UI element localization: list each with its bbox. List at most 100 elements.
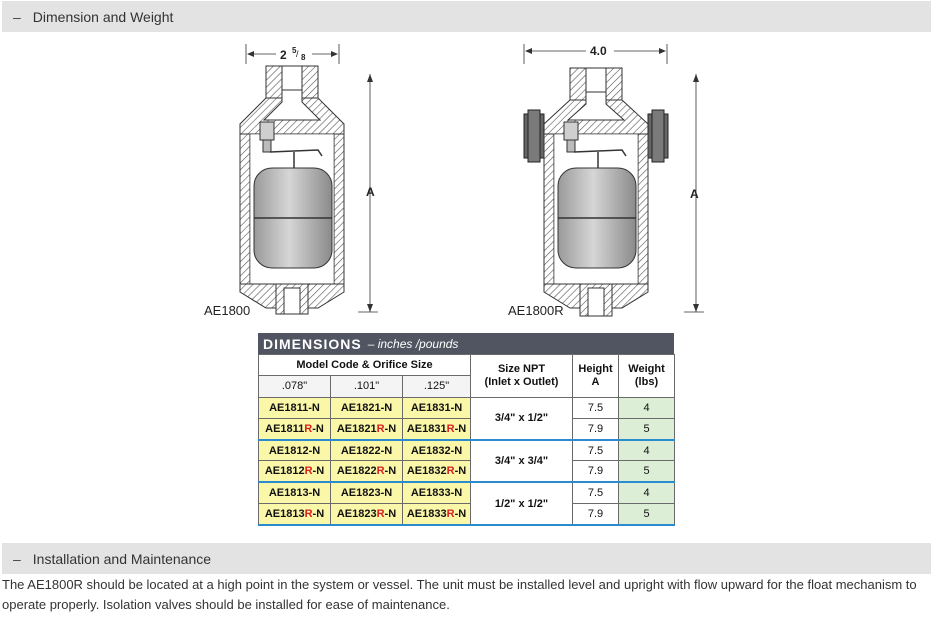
dimensions-title-bar: DIMENSIONS – inches /pounds [258, 333, 674, 354]
model-code-cell: AE1831R-N [401, 417, 472, 441]
section-title: Installation and Maintenance [32, 550, 212, 567]
weight-cell: 5 [618, 503, 676, 526]
ae1800r-drawing: 4.0 A [523, 44, 704, 317]
model-code-suffix: -N [454, 422, 467, 435]
model-code-cell: AE1822R-N [330, 460, 403, 484]
model-code-suffix: -N [380, 487, 393, 500]
weight-cell: 4 [618, 481, 676, 505]
model-code-cell: AE1833R-N [401, 503, 472, 526]
model-code-cell: AE1823R-N [330, 503, 403, 526]
model-code-base: AE1811 [265, 422, 305, 435]
model-code-suffix: -N [384, 422, 397, 435]
model-code-cell: AE1813-N [258, 481, 331, 505]
model-code-base: AE1813 [268, 487, 309, 500]
collapse-icon[interactable]: – [13, 550, 21, 567]
orifice-header: .101" [330, 375, 403, 398]
model-code-suffix: -N [450, 444, 463, 457]
model-code-base: AE1821 [340, 401, 381, 414]
size-npt-cell: 1/2" x 1/2" [470, 481, 574, 526]
model-code-cell: AE1811-N [258, 396, 331, 419]
width-label: 4.0 [590, 44, 607, 58]
height-header: Height A [572, 354, 620, 398]
width-frac-den: 8 [301, 53, 306, 62]
weight-cell: 5 [618, 417, 676, 441]
model-code-base: AE1833 [406, 507, 447, 520]
width-frac-num: 5 [292, 46, 297, 55]
model-code-cell: AE1813R-N [258, 503, 331, 526]
model-code-base: AE1823 [336, 507, 377, 520]
model-code-header: Model Code & Orifice Size [257, 353, 472, 377]
model-code-base: AE1832 [406, 465, 447, 478]
model-code-base: AE1811 [269, 401, 309, 414]
model-code-r-suffix: R [376, 507, 385, 520]
model-code-suffix: -N [308, 487, 321, 500]
section-title: Dimension and Weight [32, 8, 174, 25]
dimensions-subtitle: – inches /pounds [367, 336, 459, 351]
model-code-suffix: -N [380, 444, 393, 457]
model-code-cell: AE1812-N [258, 439, 331, 462]
model-code-cell: AE1823-N [330, 481, 403, 505]
size-npt-cell: 3/4" x 3/4" [470, 439, 574, 484]
model-code-cell: AE1822-N [330, 439, 403, 462]
model-code-cell: AE1833-N [401, 481, 472, 505]
size-npt-cell: 3/4" x 1/2" [470, 396, 574, 441]
model-code-base: AE1822 [340, 444, 381, 457]
ae1800-drawing: 2 5 / 8 A [239, 44, 378, 315]
height-label: A [690, 187, 699, 201]
model-code-base: AE1833 [410, 487, 451, 500]
model-code-base: AE1813 [264, 507, 305, 520]
weight-cell: 5 [618, 460, 676, 484]
section-header-installation[interactable]: – Installation and Maintenance [2, 543, 931, 574]
model-code-suffix: -N [450, 401, 463, 414]
model-code-suffix: -N [312, 465, 325, 478]
model-code-cell: AE1832-N [401, 439, 472, 462]
model-code-suffix: -N [384, 507, 397, 520]
height-cell: 7.5 [572, 396, 620, 419]
weight-header: Weight (lbs) [618, 354, 676, 398]
weight-label: Weight [628, 362, 665, 375]
model-code-r-suffix: R [304, 422, 313, 435]
height-cell: 7.9 [572, 460, 620, 484]
model-code-suffix: -N [312, 507, 325, 520]
weight-sub: (lbs) [634, 375, 659, 388]
height-label: A [366, 185, 375, 199]
size-npt-header: Size NPT (Inlet x Outlet) [470, 354, 574, 398]
collapse-icon[interactable]: – [13, 8, 21, 25]
dimensions-table: DIMENSIONS – inches /pounds Model Code &… [257, 333, 676, 526]
model-code-cell: AE1811R-N [258, 417, 331, 441]
model-code-r-suffix: R [446, 422, 455, 435]
weight-cell: 4 [618, 396, 676, 419]
model-code-r-suffix: R [446, 507, 455, 520]
model-code-cell: AE1831-N [401, 396, 472, 419]
height-cell: 7.9 [572, 417, 620, 441]
drawing-caption-right: AE1800R [508, 303, 564, 318]
size-npt-label: Size NPT [497, 362, 546, 375]
model-code-suffix: -N [454, 507, 467, 520]
section-header-dimension-weight[interactable]: – Dimension and Weight [2, 1, 931, 32]
width-label: 2 [280, 48, 287, 62]
model-code-base: AE1832 [410, 444, 451, 457]
model-code-base: AE1822 [336, 465, 377, 478]
model-code-r-suffix: R [304, 465, 313, 478]
model-code-suffix: -N [312, 422, 324, 435]
model-code-cell: AE1832R-N [401, 460, 472, 484]
model-code-r-suffix: R [376, 422, 385, 435]
weight-cell: 4 [618, 439, 676, 462]
height-sub: A [591, 375, 600, 388]
height-cell: 7.5 [572, 481, 620, 505]
svg-text:/: / [296, 49, 299, 59]
height-cell: 7.5 [572, 439, 620, 462]
model-code-suffix: -N [454, 465, 467, 478]
model-code-suffix: -N [450, 487, 463, 500]
model-code-base: AE1823 [340, 487, 381, 500]
model-code-suffix: -N [380, 401, 393, 414]
model-code-base: AE1831 [406, 422, 447, 435]
model-code-cell: AE1812R-N [258, 460, 331, 484]
orifice-header: .078" [258, 375, 331, 398]
model-code-r-suffix: R [304, 507, 313, 520]
